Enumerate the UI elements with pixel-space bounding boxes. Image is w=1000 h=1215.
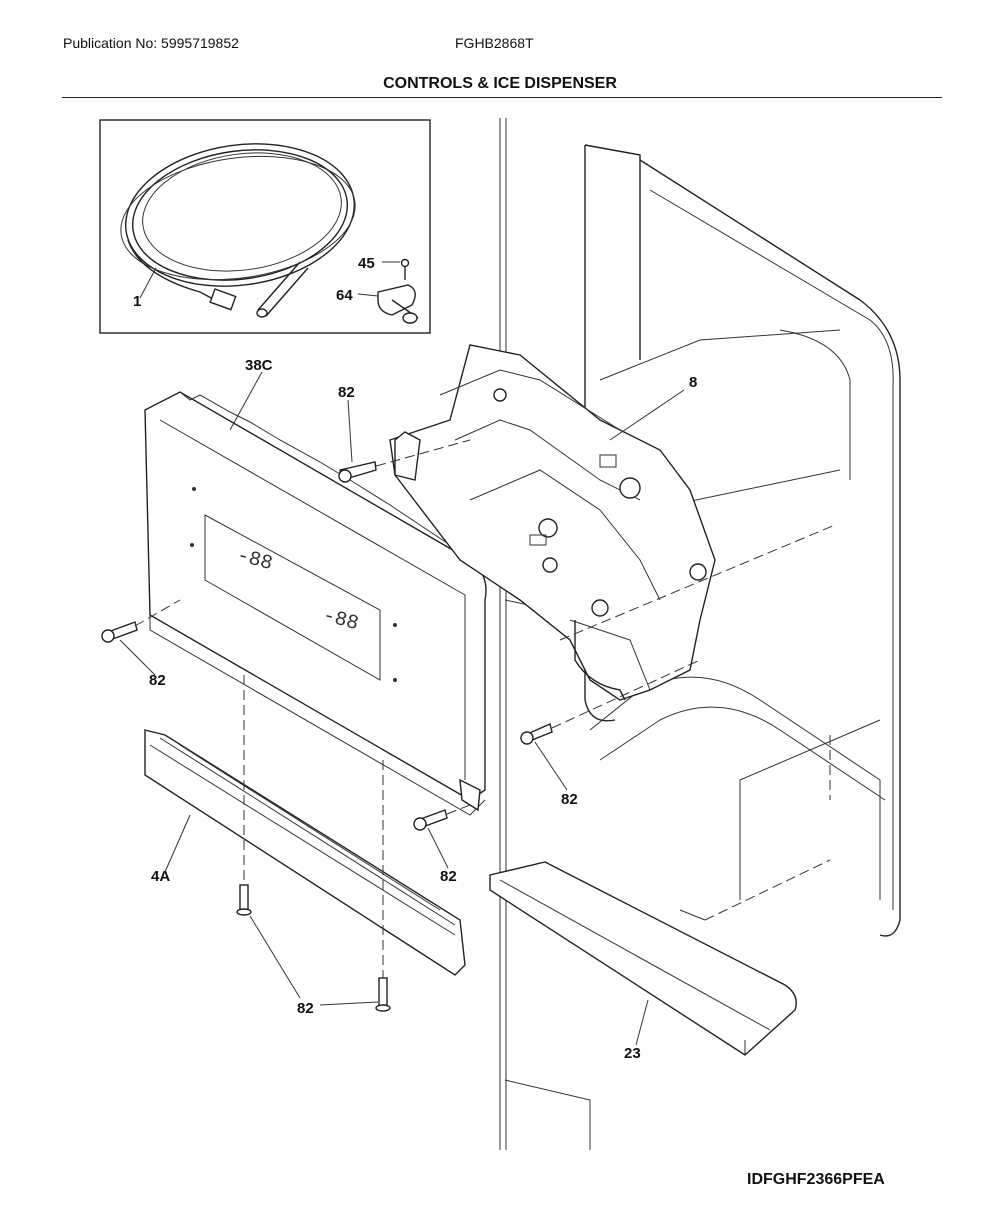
screw-82-trim-icon: [236, 884, 252, 916]
callout-4a: 4A: [151, 868, 170, 885]
trim-4a: [144, 729, 466, 976]
model-number: FGHB2868T: [455, 35, 534, 51]
callout-23: 23: [624, 1045, 641, 1062]
callout-64: 64: [336, 287, 353, 304]
screw-82-left-icon: [101, 621, 138, 643]
callout-82-bottom: 82: [297, 1000, 314, 1017]
screw-82-mid-icon: [413, 809, 448, 831]
callout-8: 8: [689, 374, 697, 391]
callout-45: 45: [358, 255, 375, 272]
publication-number: Publication No: 5995719852: [63, 35, 239, 51]
leader-1: [139, 267, 157, 299]
dispenser-housing-8: [389, 344, 716, 701]
water-tubing-coil: [120, 143, 356, 318]
callout-82-top: 82: [338, 384, 355, 401]
callout-82-mid: 82: [440, 868, 457, 885]
callout-82-left: 82: [149, 672, 166, 689]
display-window: [204, 514, 381, 681]
page-title: CONTROLS & ICE DISPENSER: [383, 75, 617, 92]
drip-tray-23: [489, 861, 797, 1056]
screw-82-right-icon: [520, 723, 553, 745]
callout-38c: 38C: [245, 357, 273, 374]
screw-45-icon: [382, 258, 410, 280]
inset-box: [99, 119, 431, 334]
diagram-reference-code: IDFGHF2366PFEA: [747, 1171, 885, 1188]
door-outline: [499, 118, 901, 1150]
header-divider: [62, 97, 942, 98]
callout-82-right: 82: [561, 791, 578, 808]
callout-1: 1: [133, 293, 141, 310]
screw-82-bottom-icon: [375, 977, 391, 1012]
alignment-lines: [134, 439, 836, 978]
clip-64-icon: [357, 284, 419, 324]
leader-lines: [119, 371, 685, 1046]
screw-82-top-icon: [338, 461, 377, 483]
